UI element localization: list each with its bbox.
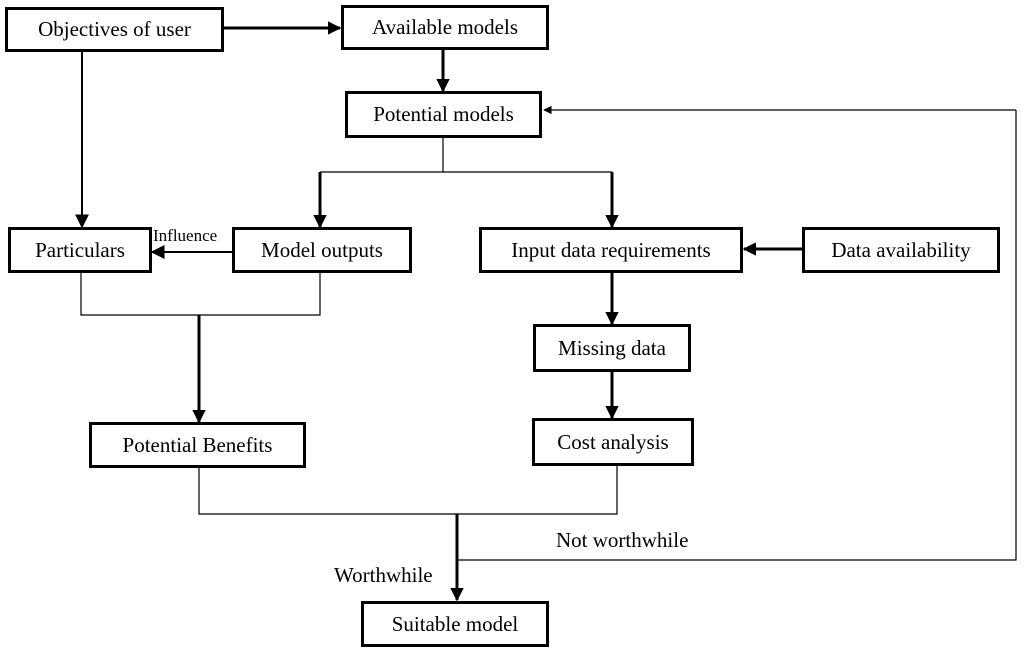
node-data-availability: Data availability <box>802 227 1000 273</box>
node-potential-models: Potential models <box>345 91 542 138</box>
node-cost-analysis: Cost analysis <box>532 418 694 466</box>
label-worthwhile: Worthwhile <box>334 563 433 587</box>
node-potential-benefits: Potential Benefits <box>89 422 306 468</box>
label-influence: Influence <box>153 226 218 245</box>
node-suitable-model: Suitable model <box>361 601 549 647</box>
connector-merge-benefits-cost <box>198 465 618 515</box>
node-particulars: Particulars <box>8 227 152 273</box>
node-missing-data: Missing data <box>533 324 691 372</box>
node-input-data-requirements: Input data requirements <box>479 227 743 273</box>
node-available-models: Available models <box>341 5 549 50</box>
node-objectives-of-user: Objectives of user <box>5 7 224 52</box>
connector-merge-particulars-outputs <box>80 272 321 316</box>
label-not-worthwhile: Not worthwhile <box>556 528 689 552</box>
connector-not-worthwhile-loop <box>457 110 1017 561</box>
node-model-outputs: Model outputs <box>232 227 412 273</box>
